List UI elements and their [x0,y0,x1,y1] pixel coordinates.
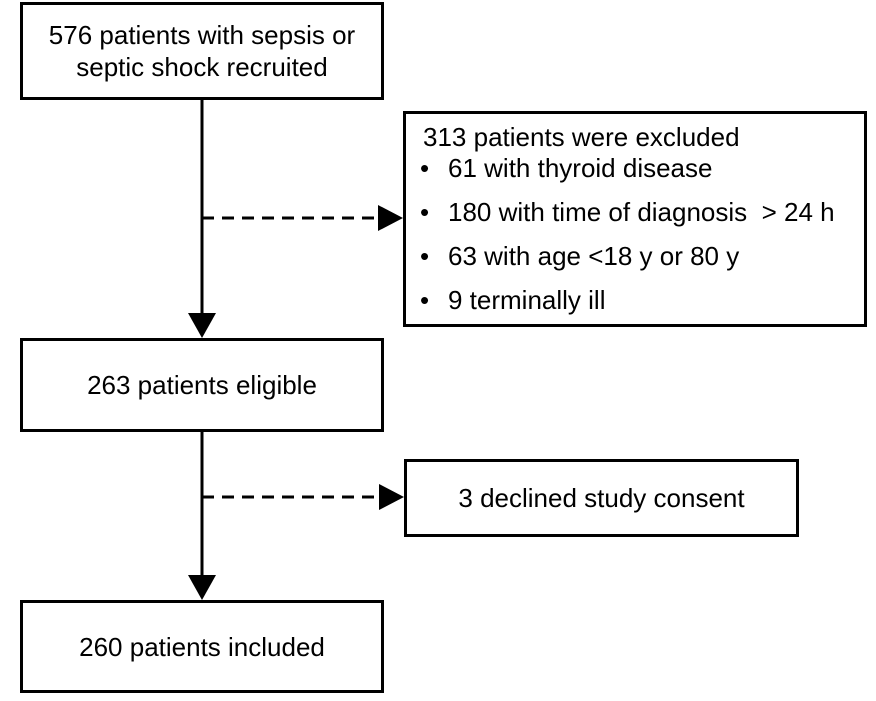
declined-text: 3 declined study consent [458,483,745,513]
exclusion-list: • 61 with thyroid disease • 180 with time … [420,152,835,328]
exclusion-item: • 61 with thyroid disease [420,152,835,196]
eligible-box: 263 patients eligible [20,338,384,432]
recruited-box: 576 patients with sepsis or septic shock… [20,2,384,100]
exclusion-arrowhead [378,205,403,231]
main-flow-arrowhead-1 [188,313,216,338]
declined-arrowhead [379,484,404,510]
exclusion-item-text: 180 with time of diagnosis > 24 h [448,197,835,227]
bullet-icon: • [420,153,430,183]
excluded-box: 313 patients were excluded • 61 with thyr… [403,111,867,327]
exclusion-item: • 180 with time of diagnosis > 24 h [420,196,835,240]
included-text: 260 patients included [79,631,325,662]
main-flow-arrowhead-2 [188,575,216,600]
recruited-line-2: septic shock recruited [76,52,328,82]
declined-box: 3 declined study consent [404,459,799,537]
bullet-icon: • [420,241,430,271]
exclusion-item-text: 63 with age <18 y or 80 y [448,241,740,271]
included-box: 260 patients included [20,600,384,693]
exclusion-item: • 9 terminally ill [420,284,835,328]
bullet-icon: • [420,197,430,227]
recruited-line-1: 576 patients with sepsis or [48,20,356,50]
eligible-text: 263 patients eligible [87,370,317,400]
exclusion-item-text: 61 with thyroid disease [448,153,713,183]
exclusion-item: • 63 with age <18 y or 80 y [420,240,835,284]
exclusion-item-text: 9 terminally ill [448,285,606,315]
excluded-title: 313 patients were excluded [423,122,740,152]
bullet-icon: • [420,285,430,315]
